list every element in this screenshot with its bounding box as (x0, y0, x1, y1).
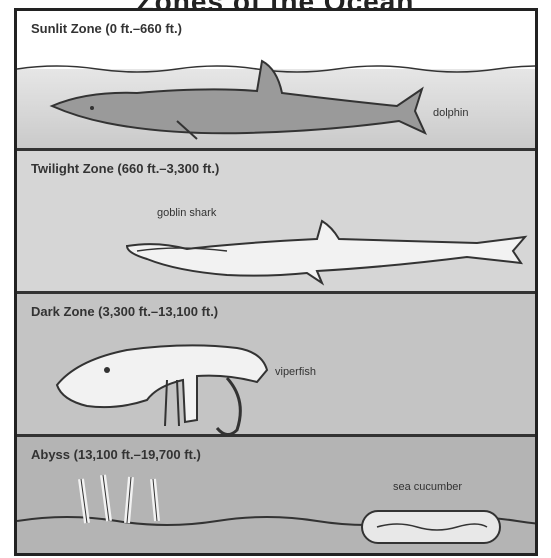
zone-twilight-label: Twilight Zone (660 ft.–3,300 ft.) (31, 161, 219, 176)
zone-abyss: Abyss (13,100 ft.–19,700 ft.) sea cucumb… (17, 437, 535, 556)
zone-sunlit: Sunlit Zone (0 ft.–660 ft.) dolphin (17, 11, 535, 151)
viperfish-label: viperfish (275, 366, 316, 378)
dolphin-illustration (47, 51, 427, 141)
dolphin-label: dolphin (433, 107, 468, 119)
zone-dark-label: Dark Zone (3,300 ft.–13,100 ft.) (31, 304, 218, 319)
zone-dark: Dark Zone (3,300 ft.–13,100 ft.) viperfi… (17, 294, 535, 437)
sea-cucumber-label: sea cucumber (393, 481, 462, 493)
goblin-shark-illustration (117, 201, 537, 291)
viperfish-illustration (47, 330, 287, 440)
sea-cucumber-illustration (357, 503, 507, 553)
zone-twilight: Twilight Zone (660 ft.–3,300 ft.) goblin… (17, 151, 535, 294)
ocean-zones-diagram: Sunlit Zone (0 ft.–660 ft.) dolphin Twil… (14, 8, 538, 556)
tube-worms-illustration (73, 471, 173, 531)
